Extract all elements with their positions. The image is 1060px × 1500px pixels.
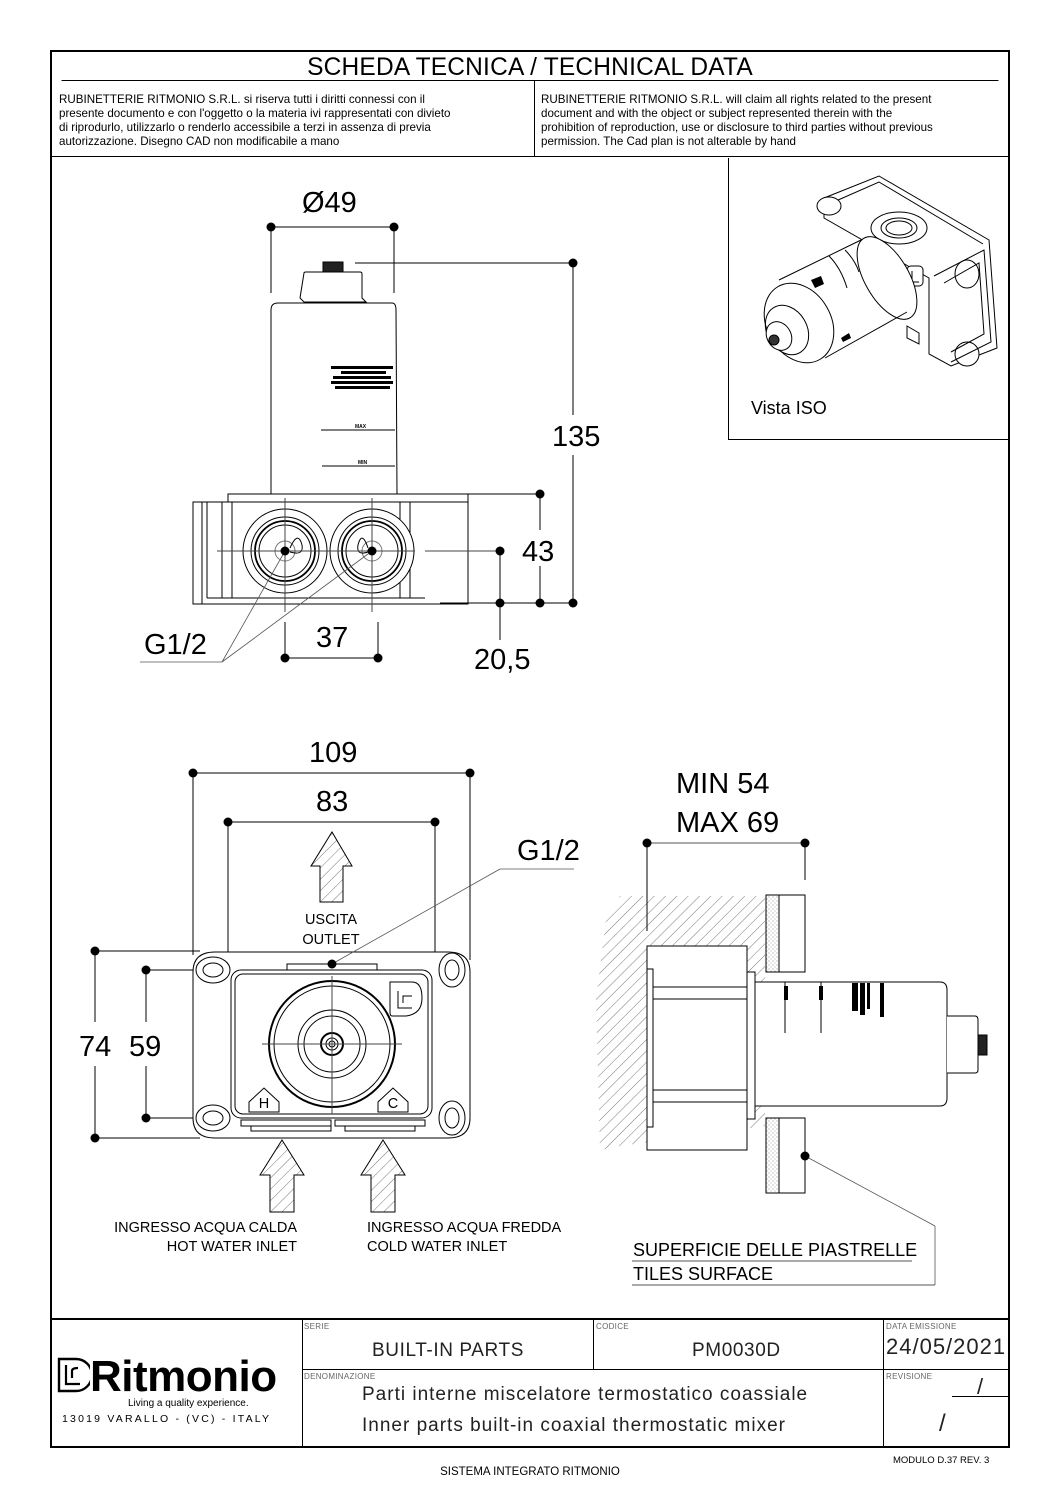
dimension-point bbox=[495, 546, 505, 556]
ritmonio-logo-icon bbox=[57, 1357, 90, 1393]
iso-view-panel: Vista ISO bbox=[728, 158, 1008, 440]
outlet-label-it: USCITA bbox=[305, 912, 357, 928]
dim-inner-width: 83 bbox=[316, 786, 348, 818]
side-view-marks bbox=[642, 838, 884, 1161]
hot-inlet-label-it: INGRESSO ACQUA CALDA bbox=[114, 1220, 297, 1236]
revision-caption: REVISIONE bbox=[886, 1372, 933, 1381]
hot-inlet-label-en: HOT WATER INLET bbox=[167, 1239, 297, 1255]
dimension-point bbox=[568, 258, 578, 268]
thread-label-plan: G1/2 bbox=[517, 835, 580, 867]
dimension-point bbox=[223, 817, 233, 827]
dimension-point bbox=[430, 817, 440, 827]
scale-mark-min: MIN bbox=[358, 460, 368, 466]
dim-outer-width: 109 bbox=[309, 737, 357, 769]
brand-tagline: Living a quality experience. bbox=[128, 1398, 249, 1409]
depth-min: MIN 54 bbox=[676, 768, 769, 800]
revision-value: / bbox=[977, 1374, 984, 1399]
dimension-point bbox=[327, 959, 337, 969]
rights-line: RUBINETTERIE RITMONIO S.R.L. will claim … bbox=[541, 93, 932, 106]
denomination-caption: DENOMINAZIONE bbox=[304, 1372, 376, 1381]
codice-caption: CODICE bbox=[596, 1322, 629, 1331]
dimension-point bbox=[367, 546, 377, 556]
dim-diameter: Ø49 bbox=[302, 187, 357, 219]
dimension-point bbox=[90, 1133, 100, 1143]
revision-divider bbox=[952, 1396, 1008, 1397]
serie-cell: SERIE BUILT-IN PARTS bbox=[302, 1320, 594, 1370]
plan-view-dim-points bbox=[90, 768, 475, 1143]
rights-notice-italian: RUBINETTERIE RITMONIO S.R.L. si riserva … bbox=[52, 81, 535, 157]
rights-notice-english: RUBINETTERIE RITMONIO S.R.L. will claim … bbox=[535, 81, 1008, 157]
tiles-surface-label-en: TILES SURFACE bbox=[633, 1264, 773, 1284]
codice-value: PM0030D bbox=[692, 1340, 781, 1361]
rights-line: presente documento e con l'oggetto o la … bbox=[59, 107, 451, 120]
thread-label-front: G1/2 bbox=[144, 629, 207, 661]
brand-name: Ritmonio bbox=[90, 1352, 277, 1401]
cold-inlet-label-it: INGRESSO ACQUA FREDDA bbox=[367, 1220, 562, 1236]
company-address: 13019 VARALLO - (VC) - ITALY bbox=[62, 1413, 272, 1425]
dimension-point bbox=[642, 838, 652, 848]
dimension-point bbox=[535, 489, 545, 499]
dimension-point bbox=[373, 653, 383, 663]
dimension-point bbox=[389, 222, 399, 232]
denomination-english: Inner parts built-in coaxial thermostati… bbox=[362, 1415, 786, 1436]
dimension-point bbox=[280, 546, 290, 556]
dimension-point bbox=[568, 598, 578, 608]
rights-line: di riprodurlo, utilizzarlo o renderlo ac… bbox=[59, 121, 431, 134]
tiles-legend-small bbox=[331, 366, 393, 389]
dimension-point bbox=[141, 965, 151, 975]
dimension-point bbox=[188, 768, 198, 778]
rights-line: permission. The Cad plan is not alterabl… bbox=[541, 135, 797, 148]
issue-date-cell: DATA EMISSIONE 24/05/2021 bbox=[884, 1320, 1008, 1370]
iso-view-label: Vista ISO bbox=[751, 398, 827, 418]
issue-date-caption: DATA EMISSIONE bbox=[886, 1322, 957, 1331]
cold-inlet-label-en: COLD WATER INLET bbox=[367, 1239, 507, 1255]
front-view bbox=[140, 226, 574, 663]
rights-line: autorizzazione. Disegno CAD non modifica… bbox=[59, 135, 340, 148]
side-view bbox=[596, 842, 988, 1286]
denomination-italian: Parti interne miscelatore termostatico c… bbox=[362, 1384, 809, 1405]
title-block: Ritmonio Living a quality experience. 13… bbox=[52, 1318, 1008, 1448]
company-logo-cell: Ritmonio Living a quality experience. 13… bbox=[52, 1320, 303, 1448]
dim-outer-height: 74 bbox=[79, 1031, 111, 1063]
dimension-point bbox=[141, 1113, 151, 1123]
front-view-dim-points bbox=[266, 222, 578, 663]
dim-inner-height: 59 bbox=[129, 1031, 161, 1063]
dimension-point bbox=[800, 838, 810, 848]
depth-max: MAX 69 bbox=[676, 807, 779, 839]
technical-sheet: SCHEDA TECNICA / TECHNICAL DATA RUBINETT… bbox=[50, 50, 1010, 1448]
dim-total-height: 135 bbox=[552, 421, 600, 453]
outlet-label-en: OUTLET bbox=[302, 932, 359, 948]
dim-body-height: 43 bbox=[522, 536, 554, 568]
denomination-cell: DENOMINAZIONE Parti interne miscelatore … bbox=[302, 1370, 884, 1448]
sheet-title: SCHEDA TECNICA / TECHNICAL DATA bbox=[61, 52, 999, 81]
dimension-point bbox=[465, 768, 475, 778]
revision-value-secondary: / bbox=[939, 1410, 946, 1437]
scale-mark-max: MAX bbox=[355, 424, 367, 430]
revision-cell: REVISIONE / / bbox=[884, 1370, 1008, 1448]
serie-caption: SERIE bbox=[304, 1322, 330, 1331]
codice-cell: CODICE PM0030D bbox=[594, 1320, 884, 1370]
cold-badge: C bbox=[388, 1096, 398, 1112]
system-footer: SISTEMA INTEGRATO RITMONIO bbox=[440, 1466, 620, 1478]
dimension-point bbox=[800, 1151, 810, 1161]
dimension-point bbox=[535, 598, 545, 608]
rights-line: RUBINETTERIE RITMONIO S.R.L. si riserva … bbox=[59, 93, 425, 106]
issue-date-value: 24/05/2021 bbox=[886, 1334, 1007, 1359]
dim-inlet-offset: 20,5 bbox=[474, 644, 530, 676]
technical-drawing: Ø49 135 43 20,5 37 G1/2 MAX MIN bbox=[79, 187, 988, 1286]
dimension-point bbox=[90, 946, 100, 956]
hot-badge: H bbox=[259, 1096, 269, 1112]
plan-view bbox=[94, 772, 574, 1213]
module-revision: MODULO D.37 REV. 3 bbox=[893, 1455, 990, 1466]
dim-inlet-spacing: 37 bbox=[316, 622, 348, 654]
serie-value: BUILT-IN PARTS bbox=[372, 1340, 524, 1361]
tiles-surface-label-it: SUPERFICIE DELLE PIASTRELLE bbox=[633, 1240, 917, 1260]
dimension-point bbox=[495, 598, 505, 608]
rights-line: prohibition of reproduction, use or disc… bbox=[541, 121, 933, 134]
iso-view-drawing bbox=[763, 175, 998, 367]
dimension-point bbox=[280, 653, 290, 663]
rights-line: document and with the object or subject … bbox=[541, 107, 893, 120]
dimension-point bbox=[266, 222, 276, 232]
